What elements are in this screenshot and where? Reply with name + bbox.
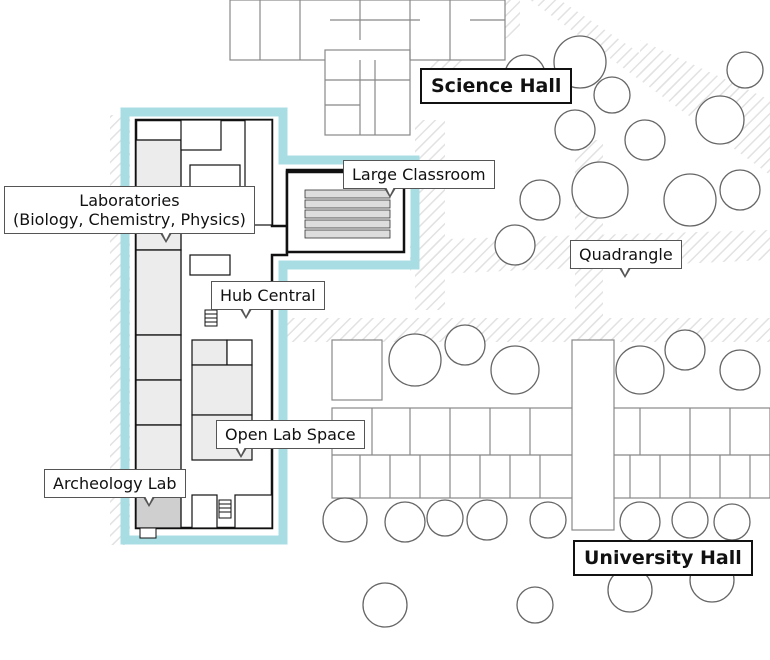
science-hall-label: Science Hall (420, 68, 573, 104)
callout-hub-central: Hub Central (211, 281, 325, 320)
callout-archeology-text: Archeology Lab (53, 474, 177, 493)
callout-tail (143, 496, 155, 508)
callout-laboratories-line1: Laboratories (79, 191, 180, 210)
callout-laboratories-line2: (Biology, Chemistry, Physics) (13, 210, 246, 230)
callout-tail (160, 232, 172, 244)
callout-open-lab: Open Lab Space (216, 420, 365, 459)
callout-large-classroom: Large Classroom (343, 160, 495, 199)
callout-laboratories: Laboratories (Biology, Chemistry, Physic… (4, 186, 255, 244)
callout-tail (619, 267, 631, 279)
callout-archeology: Archeology Lab (44, 469, 186, 508)
university-hall-building (331, 339, 770, 531)
callout-quadrangle-text: Quadrangle (579, 245, 673, 264)
callout-large-classroom-text: Large Classroom (352, 165, 486, 184)
science-hall-building (229, 0, 506, 136)
callout-open-lab-text: Open Lab Space (225, 425, 356, 444)
callout-quadrangle: Quadrangle (570, 240, 682, 279)
callout-tail (240, 308, 252, 320)
trees (322, 35, 764, 628)
callout-tail (235, 447, 247, 459)
callout-hub-central-text: Hub Central (220, 286, 316, 305)
callout-tail (384, 187, 396, 199)
university-hall-label: University Hall (573, 540, 753, 576)
